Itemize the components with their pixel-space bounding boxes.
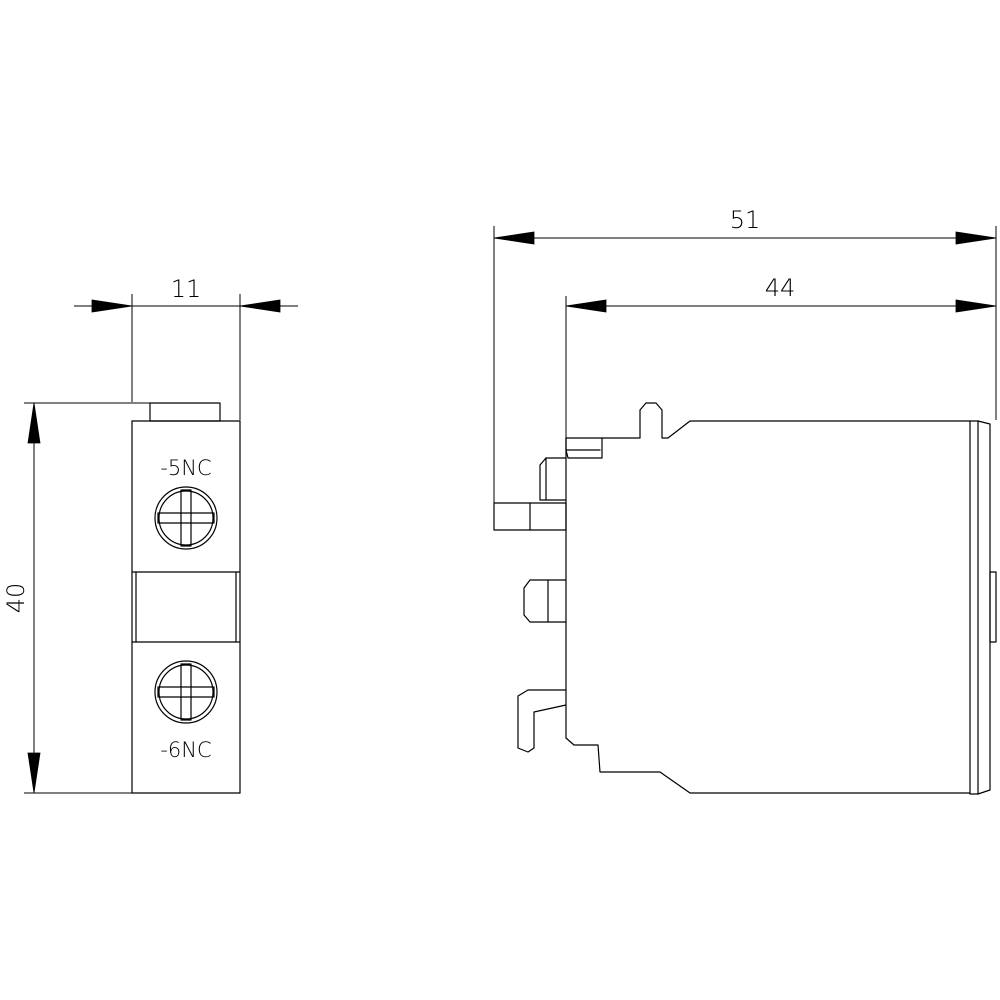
side-view: 51 44 bbox=[493, 206, 997, 795]
mounting-foot bbox=[493, 502, 567, 531]
dim-arrow-right bbox=[955, 299, 997, 313]
dim-label-overall: 51 bbox=[730, 206, 761, 234]
dim-label-height: 40 bbox=[2, 583, 30, 614]
dimension-height-front: 40 bbox=[2, 402, 150, 794]
middle-tab bbox=[523, 579, 567, 623]
front-view: 11 40 -5NC bbox=[2, 275, 298, 794]
terminal-label-bottom: -6NC bbox=[160, 738, 211, 762]
dim-arrow-left bbox=[91, 299, 133, 313]
terminal-label-top: -5NC bbox=[160, 456, 211, 480]
dim-arrow-top bbox=[27, 402, 41, 444]
bottom-hook bbox=[517, 689, 567, 753]
side-body bbox=[565, 402, 997, 795]
dim-arrow-left bbox=[565, 299, 607, 313]
dimension-body-side: 44 bbox=[565, 274, 997, 440]
dim-arrow-left bbox=[493, 231, 535, 245]
front-body bbox=[131, 402, 241, 794]
dim-arrow-right bbox=[955, 231, 997, 245]
dim-label-body: 44 bbox=[765, 274, 796, 302]
screw-terminal-top bbox=[154, 486, 218, 550]
dim-arrow-right bbox=[239, 299, 281, 313]
screw-terminal-bottom bbox=[154, 660, 218, 724]
dimension-overall-side: 51 bbox=[493, 206, 997, 503]
dim-arrow-bottom bbox=[27, 752, 41, 794]
top-clip bbox=[539, 437, 603, 501]
dimension-width-front: 11 bbox=[74, 275, 298, 420]
dim-label-width: 11 bbox=[171, 275, 202, 303]
